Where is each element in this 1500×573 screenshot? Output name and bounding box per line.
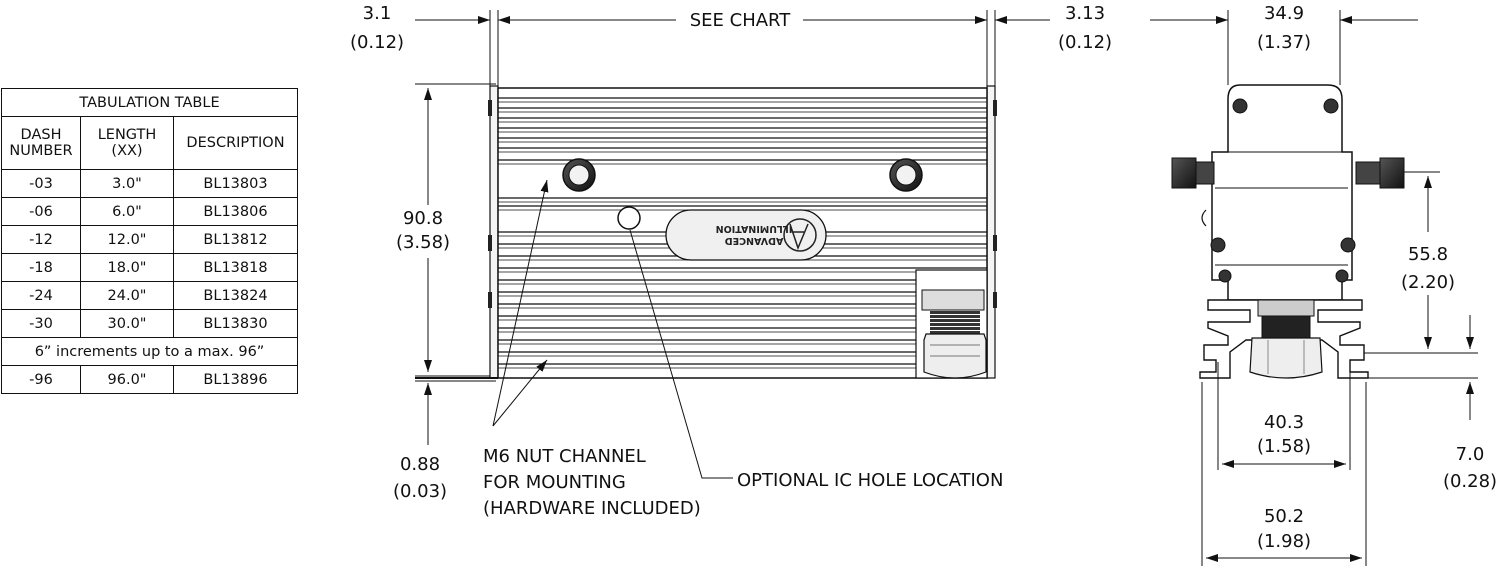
description-cell: BL13806 bbox=[173, 197, 298, 226]
screw-icon bbox=[1210, 237, 1226, 253]
logo-circle-icon bbox=[783, 218, 817, 252]
height-mm: 90.8 bbox=[403, 208, 443, 229]
description-cell: BL13896 bbox=[173, 365, 298, 394]
channel-width-in: (1.58) bbox=[1257, 436, 1311, 457]
base-thickness-in: (0.03) bbox=[393, 481, 447, 502]
dash-number-cell: -03 bbox=[1, 169, 81, 198]
housing-screws bbox=[1210, 98, 1356, 283]
side-height-mm: 55.8 bbox=[1408, 244, 1448, 265]
nut-channel-label-line2: FOR MOUNTING bbox=[483, 472, 626, 493]
leader-line-nut-channel-lower bbox=[492, 359, 548, 427]
table-row: -96 96.0" BL13896 bbox=[1, 365, 298, 394]
table-row: -30 30.0" BL13830 bbox=[1, 309, 298, 338]
top-width-in: (1.37) bbox=[1257, 32, 1311, 53]
side-height-in: (2.20) bbox=[1401, 272, 1455, 293]
screw-icon bbox=[1340, 237, 1356, 253]
channel-width-mm: 40.3 bbox=[1264, 412, 1304, 433]
description-cell: BL13812 bbox=[173, 225, 298, 254]
mounting-nut-right-face bbox=[895, 164, 917, 186]
thread-line bbox=[930, 323, 980, 326]
housing-outline bbox=[1211, 84, 1353, 301]
description-cell: BL13803 bbox=[173, 169, 298, 198]
bolt-nut-icon bbox=[1195, 161, 1215, 185]
bolt-nut-icon bbox=[1355, 161, 1381, 185]
thread-line bbox=[930, 327, 980, 330]
table-note-row: 6” increments up to a max. 96” bbox=[1, 337, 298, 366]
dash-number-cell: -96 bbox=[1, 365, 81, 394]
logo-text-illumination: ILLUMINATION bbox=[716, 223, 793, 234]
increment-note: 6” increments up to a max. 96” bbox=[1, 337, 298, 366]
right-end-plate bbox=[986, 85, 996, 379]
leader-line-nut-channel-upper bbox=[492, 179, 549, 427]
terminal-bolt-right bbox=[1355, 157, 1405, 189]
front-view: 3.1 (0.12) SEE CHART 3.13 (0.12) 90.8 (3… bbox=[350, 3, 1112, 519]
side-gland-thread bbox=[1261, 315, 1311, 339]
left-end-plate bbox=[489, 85, 499, 379]
column-header-description: DESCRIPTION bbox=[173, 116, 298, 170]
logo-a-icon bbox=[789, 223, 809, 251]
gland-hex-nut bbox=[921, 289, 985, 311]
dash-number-cell: -30 bbox=[1, 309, 81, 338]
height-in: (3.58) bbox=[396, 232, 450, 253]
base-width-mm: 50.2 bbox=[1264, 506, 1304, 527]
table-row: -03 3.0" BL13803 bbox=[1, 169, 298, 198]
thread-line bbox=[930, 315, 980, 318]
bolt-head-icon bbox=[1379, 157, 1405, 189]
table-title: TABULATION TABLE bbox=[1, 88, 298, 117]
logo: ADVANCED ILLUMINATION bbox=[716, 218, 817, 252]
length-label: SEE CHART bbox=[690, 10, 792, 31]
bolt-head-icon bbox=[1171, 157, 1197, 189]
thread-line bbox=[930, 311, 980, 314]
mounting-nut-left-face bbox=[568, 164, 590, 186]
side-gland-cap bbox=[1249, 337, 1323, 379]
nut-channel-label-line3: (HARDWARE INCLUDED) bbox=[483, 498, 701, 519]
end-plate-screws bbox=[488, 100, 997, 308]
heat-sink-fins bbox=[498, 97, 987, 369]
length-cell: 30.0" bbox=[80, 309, 174, 338]
length-cell: 3.0" bbox=[80, 169, 174, 198]
thread-line bbox=[930, 331, 980, 334]
side-view: 34.9 (1.37) bbox=[1150, 3, 1497, 566]
left-offset-mm: 3.1 bbox=[363, 3, 392, 24]
screw-icon bbox=[1323, 98, 1339, 114]
optional-ic-hole bbox=[617, 206, 641, 230]
logo-plate bbox=[665, 209, 827, 261]
screw-icon bbox=[1232, 98, 1248, 114]
length-cell: 24.0" bbox=[80, 281, 174, 310]
screw-icon bbox=[1335, 269, 1349, 283]
nut-channel-label-line1: M6 NUT CHANNEL bbox=[483, 446, 646, 467]
leader-line-ic-hole bbox=[629, 229, 733, 479]
rail-height-in: (0.28) bbox=[1443, 471, 1497, 492]
logo-text-advanced: ADVANCED bbox=[725, 235, 784, 246]
base-width-in: (1.98) bbox=[1257, 531, 1311, 552]
terminal-bolt-left bbox=[1171, 157, 1215, 189]
right-offset-mm: 3.13 bbox=[1065, 3, 1105, 24]
ic-hole-label: OPTIONAL IC HOLE LOCATION bbox=[737, 470, 1003, 491]
tabulation-table: TABULATION TABLE DASH NUMBER LENGTH (XX)… bbox=[1, 88, 298, 394]
side-gland-hex bbox=[1257, 299, 1315, 317]
left-offset-in: (0.12) bbox=[350, 32, 404, 53]
screw-icon bbox=[1218, 269, 1232, 283]
housing-tab bbox=[1201, 209, 1207, 227]
description-cell: BL13830 bbox=[173, 309, 298, 338]
gland-threads bbox=[930, 311, 980, 334]
table-row: -24 24.0" BL13824 bbox=[1, 281, 298, 310]
column-header-length: LENGTH (XX) bbox=[80, 116, 174, 170]
right-offset-in: (0.12) bbox=[1058, 32, 1112, 53]
table-row: -18 18.0" BL13818 bbox=[1, 253, 298, 282]
column-header-dash-number: DASH NUMBER bbox=[1, 116, 81, 170]
rail-height-mm: 7.0 bbox=[1456, 444, 1485, 465]
top-width-mm: 34.9 bbox=[1264, 3, 1304, 24]
table-row: -06 6.0" BL13806 bbox=[1, 197, 298, 226]
description-cell: BL13818 bbox=[173, 253, 298, 282]
base-thickness-mm: 0.88 bbox=[400, 454, 440, 475]
thread-line bbox=[930, 319, 980, 322]
